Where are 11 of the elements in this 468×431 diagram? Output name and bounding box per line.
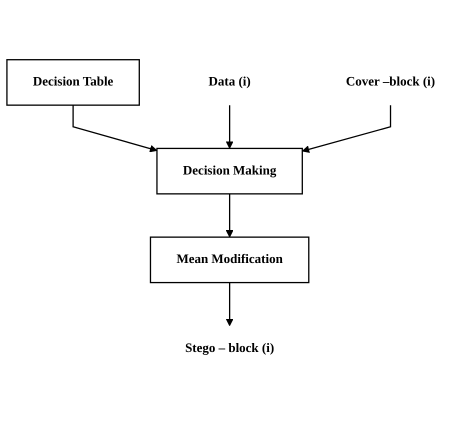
arrow — [226, 282, 234, 326]
node-box: Decision Making — [156, 148, 303, 195]
node-text: Stego – block (i) — [185, 341, 274, 356]
arrow — [72, 105, 158, 152]
arrow — [302, 105, 392, 153]
node-text: Data (i) — [208, 75, 251, 90]
arrow — [226, 194, 234, 238]
arrow — [226, 105, 234, 149]
node-box: Mean Modification — [150, 236, 310, 284]
node-text: Cover –block (i) — [346, 75, 436, 90]
node-box: Decision Table — [6, 59, 140, 106]
